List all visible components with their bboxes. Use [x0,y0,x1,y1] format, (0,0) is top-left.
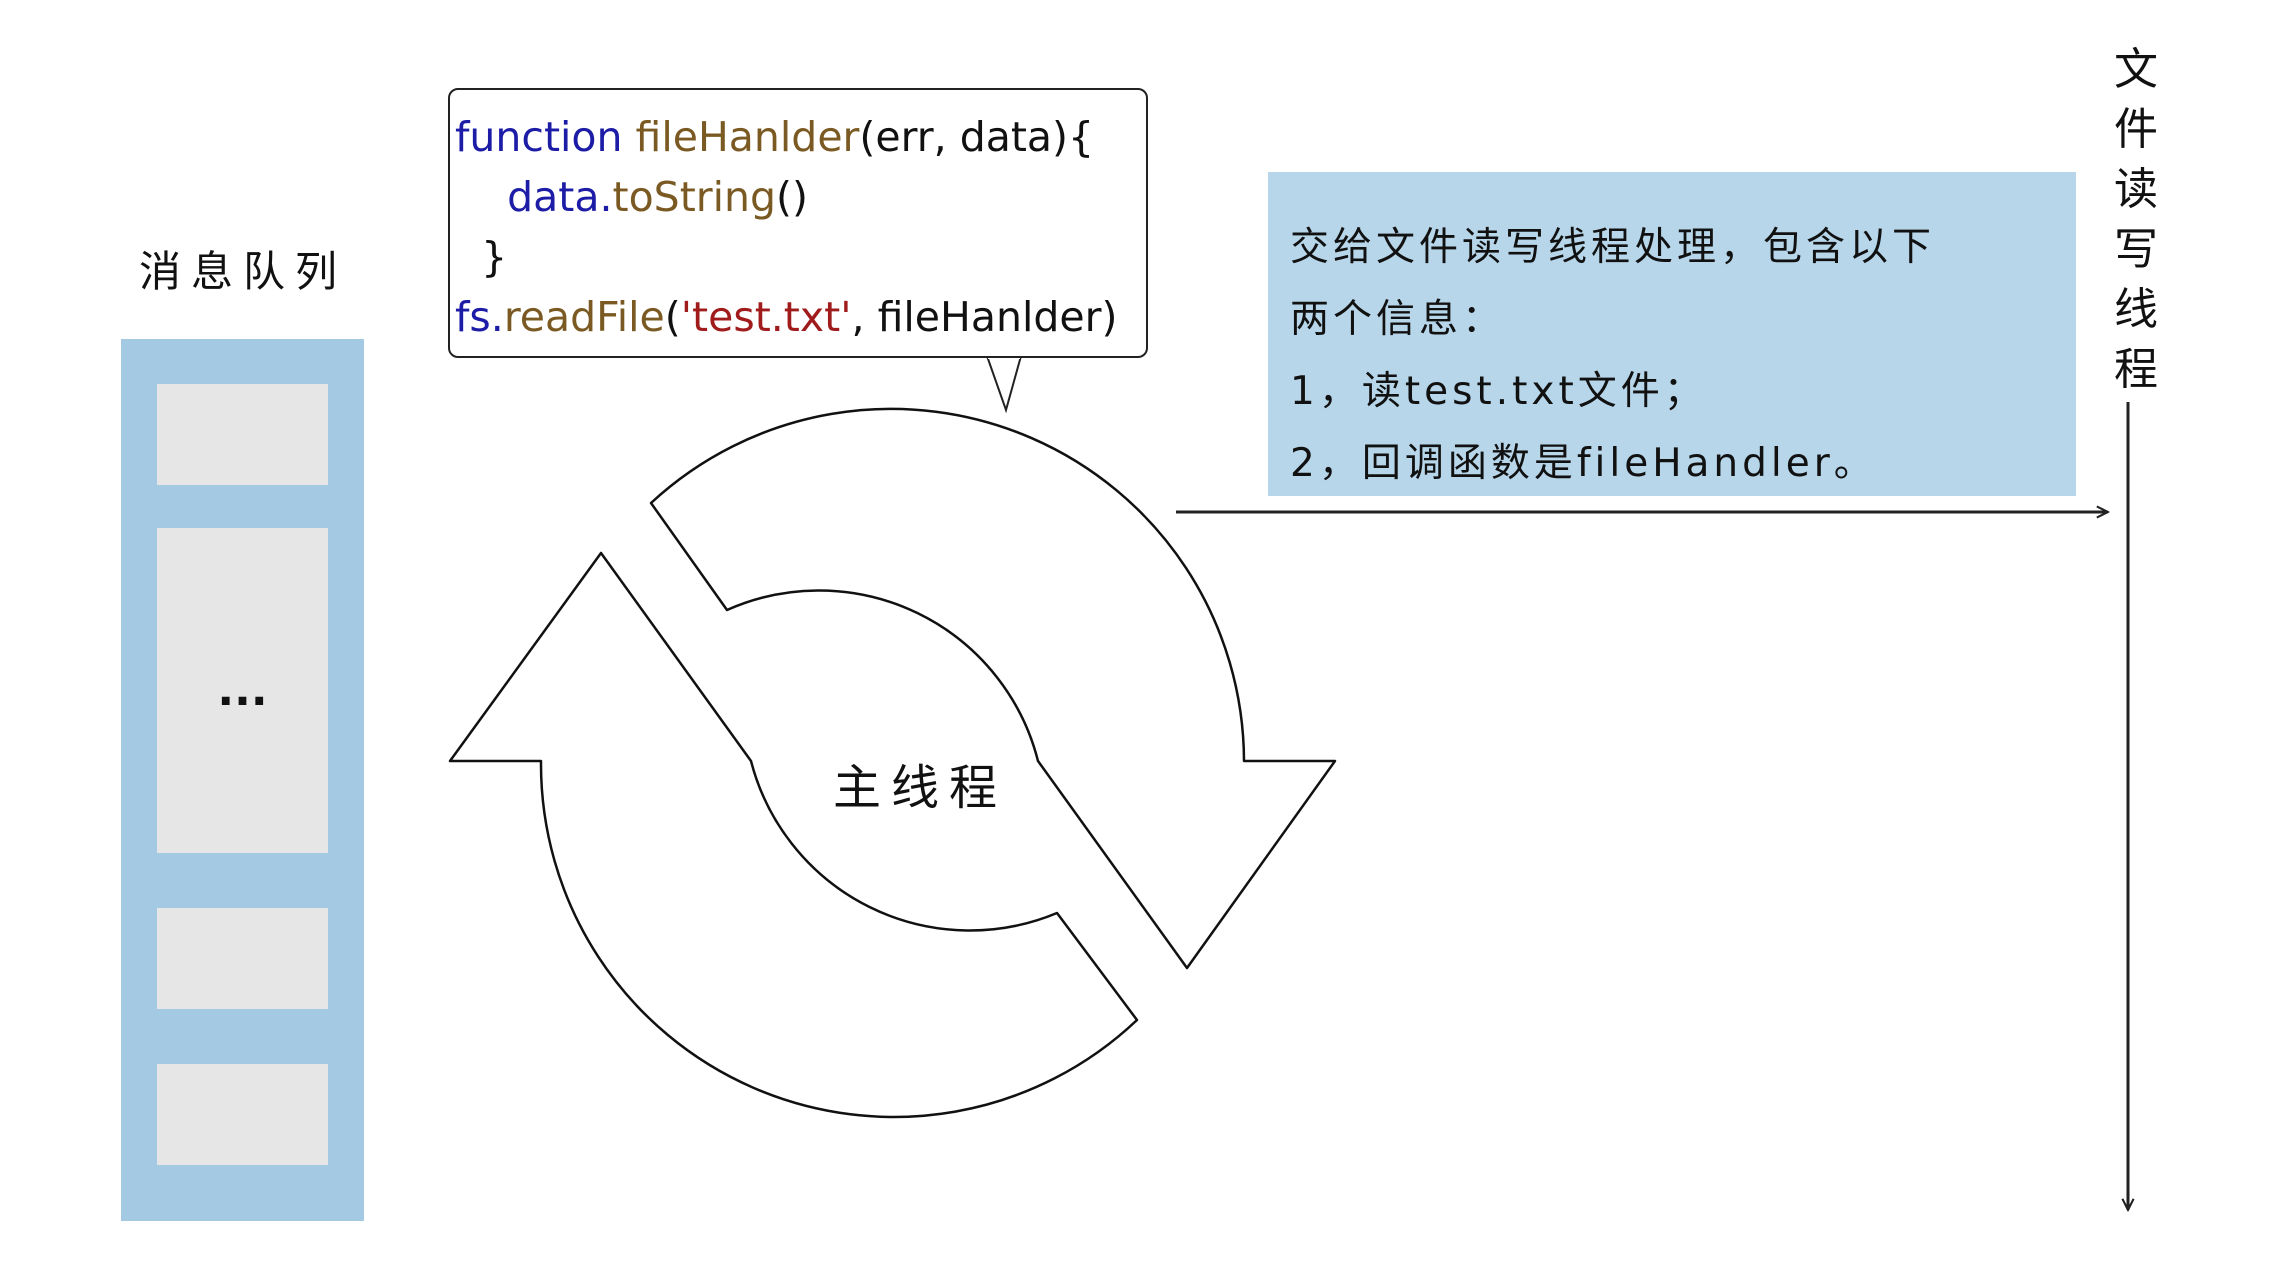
queue-slot [157,908,328,1009]
info-line: 1，读test.txt文件； [1290,369,1707,414]
info-line: 交给文件读写线程处理，包含以下 [1290,225,1936,270]
code-line-3: } [455,233,508,281]
cycle-arrow-right-icon [649,407,1337,970]
main-thread-label: 主线程 [832,760,1007,816]
queue-slot [157,384,328,485]
cycle-arrow-left-icon [448,551,1139,1119]
handoff-info-box: 交给文件读写线程处理，包含以下 两个信息： 1，读test.txt文件； 2，回… [1268,172,2076,496]
info-line: 两个信息： [1290,297,1506,342]
message-queue: ... [121,339,364,1221]
info-line: 2，回调函数是fileHandler。 [1290,441,1877,486]
queue-slot-ellipsis: ... [157,528,328,853]
bubble-tail-icon [986,355,1022,414]
code-line-2: data.toString() [455,173,809,221]
code-line-4: fs.readFile('test.txt', fileHanlder) [455,293,1118,341]
code-line-1: function fileHanlder(err, data){ [455,113,1095,161]
queue-slot [157,1064,328,1165]
file-thread-title: 文 件 读 写 线 程 [2114,44,2158,395]
message-queue-title: 消息队列 [138,247,347,296]
code-bubble: function fileHanlder(err, data){ data.to… [448,88,1148,358]
